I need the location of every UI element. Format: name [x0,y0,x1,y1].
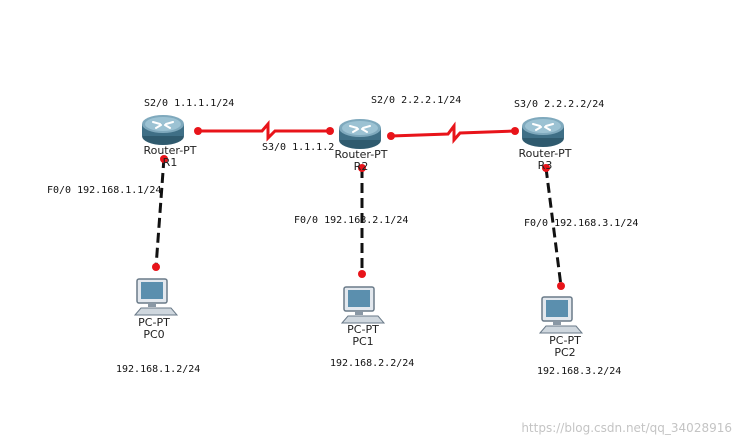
pc1-label: PC-PT PC1 [335,324,391,348]
pc1-ip-label: 192.168.2.2/24 [330,358,415,369]
router-name-label: R1 [162,156,178,169]
router-r1-label: Router-PT R1 [140,145,200,169]
router-r2-label: Router-PT R2 [331,149,391,173]
pc-type-label: PC-PT [347,323,379,336]
pc-type-label: PC-PT [549,334,581,347]
router-name-label: R3 [537,159,553,172]
serial-link-r1-r2[interactable] [197,119,330,142]
r3-s3-0-label: S3/0 2.2.2.2/24 [514,99,605,110]
pc-name-label: PC0 [143,328,165,341]
pc0-label: PC-PT PC0 [126,317,182,341]
port-dot [542,164,550,172]
port-dot [160,155,168,163]
router-type-label: Router-PT [143,144,197,157]
pc2-ip-label: 192.168.3.2/24 [537,366,622,377]
r3-f0-0-label: F0/0 192.168.3.1/24 [524,218,639,229]
port-dot [557,282,565,290]
r1-s2-0-label: S2/0 1.1.1.1/24 [144,98,235,109]
pc2-computer-icon[interactable] [538,295,584,335]
r1-f0-0-label: F0/0 192.168.1.1/24 [47,185,162,196]
router-type-label: Router-PT [518,147,572,160]
router-name-label: R2 [353,160,369,173]
pc0-ip-label: 192.168.1.2/24 [116,364,201,375]
pc1-computer-icon[interactable] [340,285,386,325]
serial-link-r2-r3[interactable] [390,121,516,145]
r2-s2-0-label: S2/0 2.2.2.1/24 [371,95,462,106]
pc0-computer-icon[interactable] [133,277,179,317]
pc2-label: PC-PT PC2 [537,335,593,359]
port-dot [511,127,519,135]
port-dot [152,263,160,271]
port-dot [326,127,334,135]
port-dot [358,270,366,278]
r2-f0-0-label: F0/0 192.168.2.1/24 [294,215,409,226]
pc-type-label: PC-PT [138,316,170,329]
router-type-label: Router-PT [334,148,388,161]
port-dot [387,132,395,140]
router-r2-icon[interactable] [338,118,382,150]
router-r1-icon[interactable] [141,114,185,146]
port-dot [358,164,366,172]
r2-s3-0-label: S3/0 1.1.1.2 [262,142,335,153]
pc-name-label: PC1 [352,335,374,348]
port-dot [194,127,202,135]
watermark-text: https://blog.csdn.net/qq_34028916 [521,421,732,435]
ethernet-link-r3-pc2[interactable] [544,167,563,287]
router-r3-icon[interactable] [521,116,565,148]
pc-name-label: PC2 [554,346,576,359]
router-r3-label: Router-PT R3 [515,148,575,172]
ethernet-link-r1-pc0[interactable] [154,157,166,268]
